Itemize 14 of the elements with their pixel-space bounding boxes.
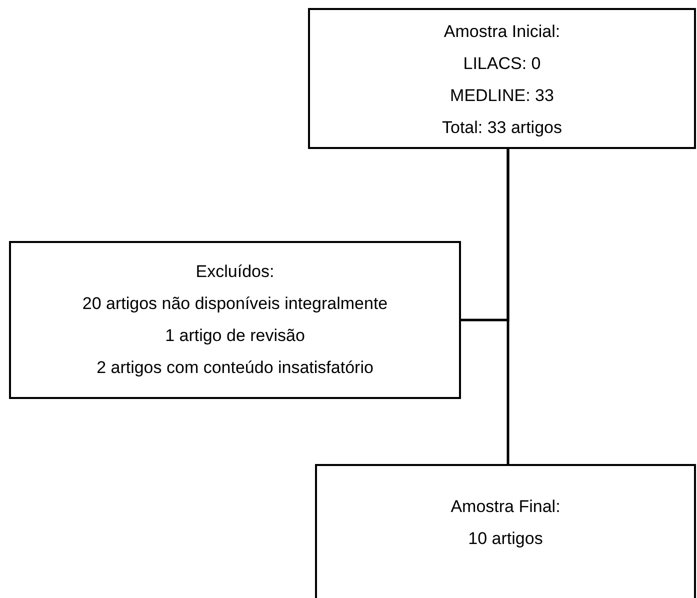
box-heading: Amostra Final:	[450, 496, 560, 518]
box-text: 20 artigos não disponíveis integralmente	[82, 293, 388, 315]
box-text: LILACS: 0	[463, 53, 541, 75]
connector-line	[461, 149, 510, 322]
box-text: 2 artigos com conteúdo insatisfatório	[96, 357, 374, 379]
process-box	[308, 8, 696, 149]
box-text: 1 artigo de revisão	[165, 325, 305, 347]
box-text: Total: 33 artigos	[442, 117, 562, 139]
box-text: 10 artigos	[468, 528, 543, 550]
process-box	[315, 464, 696, 598]
process-box	[9, 241, 461, 399]
box-heading: Excluídos:	[196, 261, 274, 283]
box-text: MEDLINE: 33	[450, 85, 554, 107]
box-heading: Amostra Inicial:	[444, 21, 560, 43]
